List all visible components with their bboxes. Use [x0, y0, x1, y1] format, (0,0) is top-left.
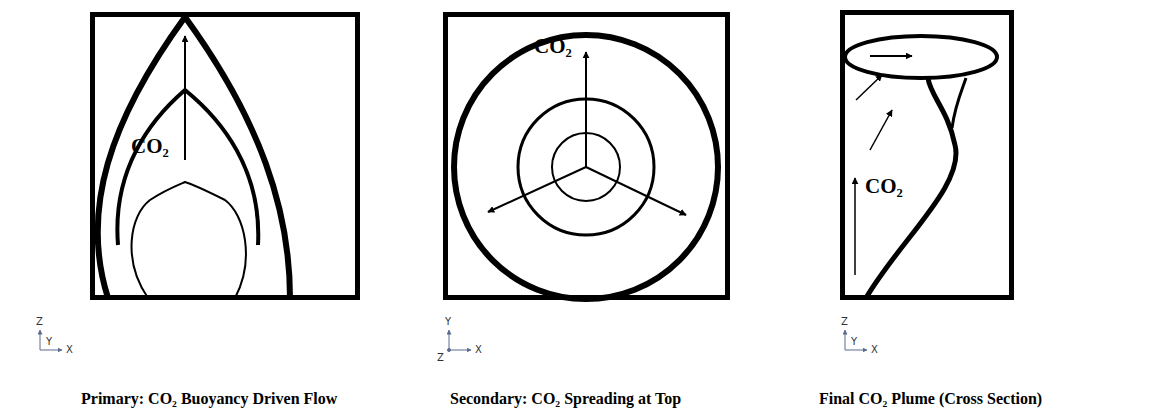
spreading-rings	[454, 35, 718, 299]
gas-label: CO₂	[865, 175, 903, 198]
axis-label: X	[871, 344, 878, 355]
panel-frame: CO₂Secondary: CO₂ Spreading at Top	[443, 12, 730, 300]
axis-label: Y	[46, 336, 52, 347]
axis-label: Z	[841, 316, 848, 327]
axis-label: Z	[36, 316, 43, 327]
panel-frame: CO₂Final CO₂ Plume (Cross Section)	[840, 10, 1014, 300]
panel-frame: CO₂Primary: CO₂ Buoyancy Driven Flow	[90, 12, 360, 300]
plume-cross-section	[845, 36, 997, 298]
axis-label: X	[66, 344, 73, 355]
flow-arrows	[855, 56, 912, 275]
panel-caption: Final CO₂ Plume (Cross Section)	[819, 390, 1042, 408]
flow-arrow	[184, 36, 186, 160]
plume-fronts	[98, 17, 290, 298]
axis-label: X	[475, 344, 482, 355]
panel-caption: Primary: CO₂ Buoyancy Driven Flow	[81, 390, 337, 408]
axis-label: Y	[445, 316, 451, 327]
spread-arrows	[488, 52, 686, 215]
axis-triads	[40, 330, 867, 352]
gas-label: CO₂	[131, 135, 169, 158]
panel-caption: Secondary: CO₂ Spreading at Top	[450, 390, 681, 408]
axis-label: Y	[851, 336, 857, 347]
axis-label: Z	[437, 352, 444, 363]
gas-label: CO₂	[534, 35, 572, 58]
